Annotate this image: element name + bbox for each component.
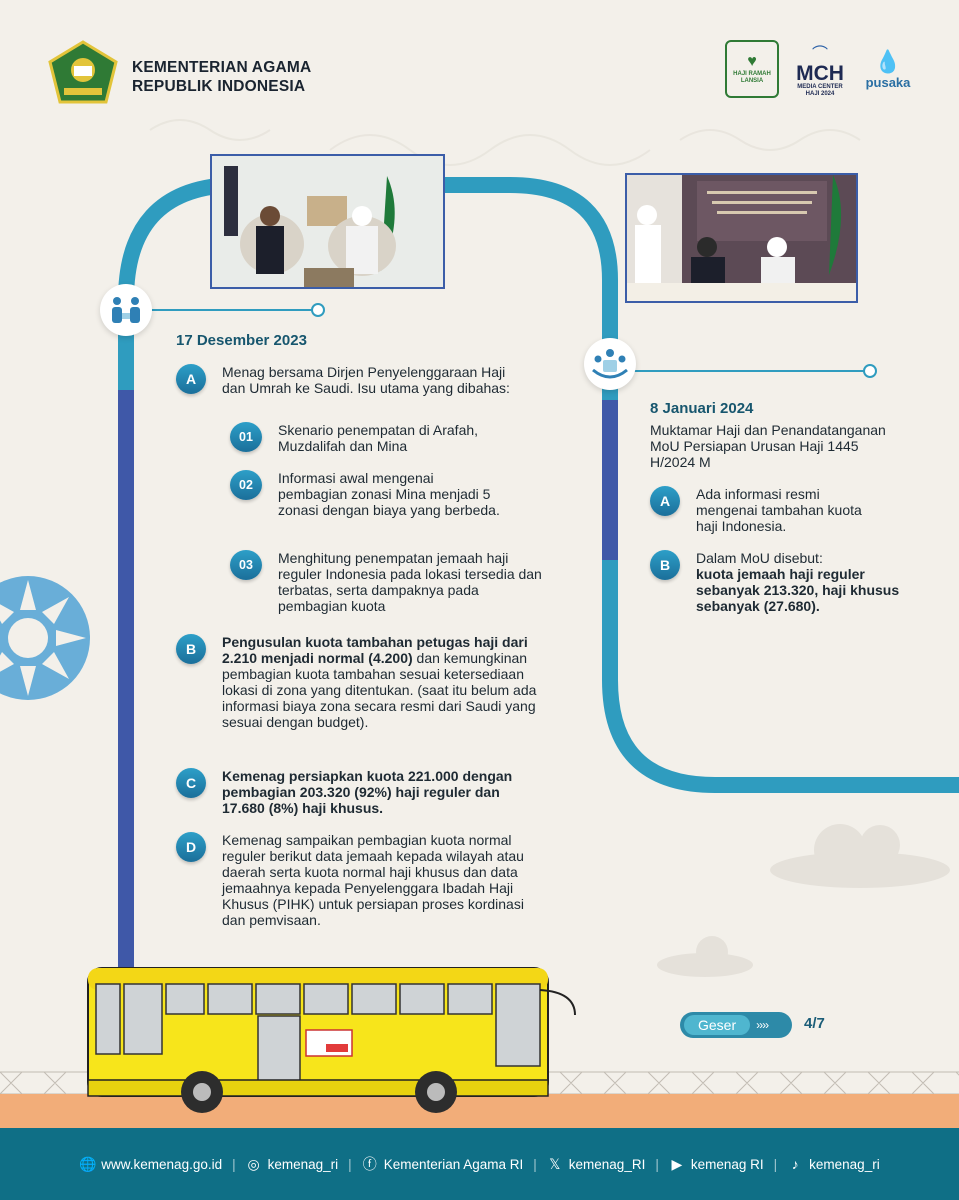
- left-item-c-text: Kemenag persiapkan kuota 221.000 dengan …: [222, 768, 513, 816]
- right-item-a: A Ada informasi resmi mengenai tambahan …: [650, 486, 930, 534]
- ministry-line2: REPUBLIK INDONESIA: [132, 78, 306, 95]
- x-icon: 𝕏: [549, 1155, 561, 1172]
- right-item-b-bold: kuota jemaah haji reguler sebanyak 213.3…: [696, 566, 900, 614]
- badge-02: 02: [230, 470, 262, 500]
- left-subitem-03: 03 Menghitung penempatan jemaah haji reg…: [230, 550, 560, 614]
- footer-website[interactable]: 🌐 www.kemenag.go.id: [79, 1156, 222, 1173]
- badge-01: 01: [230, 422, 262, 452]
- footer-separator: |: [773, 1156, 778, 1172]
- badge-03: 03: [230, 550, 262, 580]
- left-subitem-02-text: Informasi awal mengenai pembagian zonasi…: [278, 470, 500, 518]
- left-item-a-text: Menag bersama Dirjen Penyelenggaraan Haj…: [222, 364, 510, 396]
- mch-title: MCH: [796, 62, 844, 85]
- left-subitem-03-text: Menghitung penempatan jemaah haji regule…: [278, 550, 542, 614]
- conference-icon: [592, 349, 628, 379]
- instagram-icon: ◎: [247, 1155, 260, 1172]
- double-chevron-right-icon: ››››: [756, 1018, 769, 1032]
- right-item-b: B Dalam MoU disebut: kuota jemaah haji r…: [650, 550, 940, 614]
- footer-separator: |: [533, 1156, 537, 1172]
- badge-b: B: [176, 634, 206, 664]
- meeting-photo-icon: [212, 156, 443, 287]
- bus-illustration: [87, 967, 576, 1113]
- left-item-b-text: Pengusulan kuota tambahan petugas haji d…: [222, 634, 544, 730]
- tiktok-icon: ♪: [791, 1156, 799, 1172]
- footer-facebook-text: Kementerian Agama RI: [383, 1156, 524, 1172]
- left-date: 17 Desember 2023: [176, 332, 307, 349]
- left-item-a: A Menag bersama Dirjen Penyelenggaraan H…: [176, 364, 536, 396]
- facebook-icon: ⓕ: [362, 1156, 377, 1172]
- geser-label: Geser: [684, 1015, 751, 1035]
- left-item-d: D Kemenag sampaikan pembagian kuota norm…: [176, 832, 566, 928]
- star-ornament: [0, 576, 90, 700]
- badge-a: A: [176, 364, 206, 394]
- page-indicator: 4/7: [804, 1015, 825, 1032]
- left-item-b-bold: Pengusulan kuota tambahan petugas haji d…: [222, 634, 528, 666]
- mch-subtitle: MEDIA CENTER HAJI 2024: [797, 84, 843, 97]
- pusaka-logo: 💧 pusaka: [861, 40, 915, 98]
- badge-right-b: B: [650, 550, 680, 580]
- geser-button[interactable]: Geser ››››: [680, 1012, 792, 1038]
- badge-right-a: A: [650, 486, 680, 516]
- haji-ramah-lansia-text: HAJI RAMAH LANSIA: [733, 71, 771, 84]
- partner-logos: ♥ HAJI RAMAH LANSIA ⌒ MCH MEDIA CENTER H…: [725, 40, 915, 98]
- footer-bar: 🌐 www.kemenag.go.id | ◎ kemenag_ri | ⓕ K…: [0, 1128, 959, 1200]
- globe-icon: 🌐: [79, 1155, 97, 1172]
- meeting-circle: [100, 284, 152, 336]
- footer-x[interactable]: 𝕏 kemenag_RI: [547, 1155, 646, 1173]
- footer-separator: |: [655, 1156, 659, 1172]
- footer-website-text: www.kemenag.go.id: [101, 1156, 223, 1172]
- footer-instagram-text: kemenag_ri: [267, 1156, 339, 1172]
- timeline-road: [118, 177, 959, 1008]
- badge-c: C: [176, 768, 206, 798]
- footer-x-text: kemenag_RI: [568, 1156, 646, 1172]
- signing-photo-icon: [627, 175, 856, 301]
- left-item-d-text: Kemenag sampaikan pembagian kuota normal…: [222, 832, 524, 928]
- photo-meeting: [210, 154, 445, 289]
- pusaka-text: pusaka: [865, 74, 911, 90]
- left-subitem-01-text: Skenario penempatan di Arafah, Muzdalifa…: [278, 422, 479, 454]
- youtube-icon: ▶: [671, 1155, 683, 1172]
- people-meeting-icon: [112, 297, 140, 323]
- left-subitem-02: 02 Informasi awal mengenai pembagian zon…: [230, 470, 550, 518]
- footer-facebook[interactable]: ⓕ Kementerian Agama RI: [362, 1154, 524, 1174]
- left-item-b: B Pengusulan kuota tambahan petugas haji…: [176, 634, 566, 730]
- footer-youtube-text: kemenag RI: [690, 1156, 764, 1172]
- footer-youtube[interactable]: ▶ kemenag RI: [669, 1155, 764, 1173]
- footer-separator: |: [232, 1156, 236, 1172]
- footer-instagram[interactable]: ◎ kemenag_ri: [246, 1156, 339, 1173]
- footer-separator: |: [348, 1156, 352, 1172]
- kemenag-emblem-icon: [48, 40, 118, 104]
- left-subitem-01: 01 Skenario penempatan di Arafah, Muzdal…: [230, 422, 550, 454]
- right-item-b-text: Dalam MoU disebut: kuota jemaah haji reg…: [696, 550, 926, 614]
- haji-ramah-lansia-logo: ♥ HAJI RAMAH LANSIA: [725, 40, 779, 98]
- arch-icon: ⌒: [811, 46, 828, 63]
- badge-d: D: [176, 832, 206, 862]
- footer-tiktok[interactable]: ♪ kemenag_ri: [787, 1156, 880, 1172]
- left-item-b-rest: dan kemungkinan pembagian kuota tambahan…: [222, 650, 537, 730]
- right-item-b-lead: Dalam MoU disebut:: [696, 550, 823, 566]
- right-date: 8 Januari 2024: [650, 400, 754, 417]
- photo-mou-signing: [625, 173, 858, 303]
- right-item-a-text: Ada informasi resmi mengenai tambahan ku…: [696, 486, 862, 534]
- footer-tiktok-text: kemenag_ri: [809, 1156, 880, 1172]
- left-item-c: C Kemenag persiapkan kuota 221.000 denga…: [176, 768, 566, 816]
- ministry-line1: KEMENTERIAN AGAMA: [132, 59, 312, 76]
- heart-icon: ♥: [747, 53, 757, 70]
- drop-icon: 💧: [874, 48, 902, 74]
- conference-circle: [584, 338, 636, 390]
- mch-logo: ⌒ MCH MEDIA CENTER HAJI 2024: [793, 40, 847, 98]
- ministry-name: KEMENTERIAN AGAMA REPUBLIK INDONESIA: [132, 58, 311, 96]
- right-subtitle: Muktamar Haji dan Penandatanganan MoU Pe…: [650, 422, 886, 470]
